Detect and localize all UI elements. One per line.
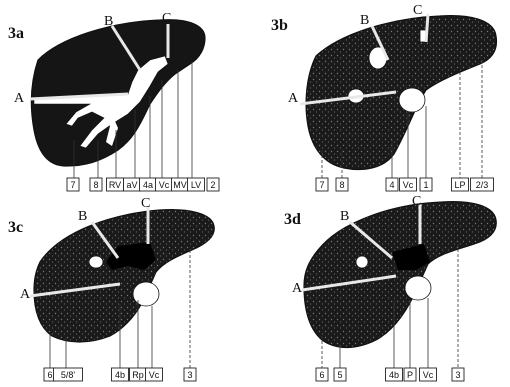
panel-3b: 3b A B C — [271, 3, 496, 178]
panel-3d-label: 3d — [284, 211, 301, 228]
panel-3b-label: 3b — [271, 17, 288, 34]
panel-3b-line-c — [426, 14, 428, 42]
panel-3a-line-b-label: B — [104, 14, 113, 29]
panel-3b-line-c-label: C — [413, 3, 422, 18]
panel-3a: 3a A B C — [8, 11, 205, 178]
segment-label: Vc — [403, 180, 414, 190]
panel-3b-line-a-label: A — [288, 91, 299, 106]
panel-3c-line-b-label: B — [78, 209, 87, 224]
panel-3d: 3d A B C — [284, 194, 496, 368]
segment-label: 6 — [319, 370, 324, 380]
segment-label: 5/8' — [61, 370, 76, 380]
panel-3c-line-a-label: A — [20, 287, 31, 302]
segment-label: 8 — [93, 180, 98, 190]
segment-label: Vc — [159, 180, 170, 190]
segment-label: Vc — [423, 370, 434, 380]
panel-3d-lesion — [356, 256, 368, 268]
panel-3d-liver-outline — [304, 202, 496, 348]
panel-3d-line-a-label: A — [292, 281, 303, 296]
segment-label: 8 — [339, 180, 344, 190]
panel-3c-lesion — [89, 256, 103, 268]
panel-3b-vena-cava-region — [399, 88, 425, 112]
segment-label: 3 — [187, 370, 192, 380]
segment-label: RV — [109, 180, 121, 190]
panel-3c-vena-cava-region — [133, 282, 159, 306]
segment-label: LP — [454, 180, 465, 190]
panel-3a-line-a-label: A — [14, 91, 25, 106]
panel-3a-line-c-label: C — [162, 11, 171, 26]
panel-3c-line-c-label: C — [141, 196, 150, 211]
panel-3b-line-b-label: B — [360, 13, 369, 28]
segment-label: 6 — [47, 370, 52, 380]
segment-label: 2/3 — [476, 180, 489, 190]
segment-label: 4b — [115, 370, 125, 380]
panel-3c: 3c A B C — [8, 196, 214, 368]
segment-label: LV — [191, 180, 201, 190]
panel-3d-line-b-label: B — [340, 209, 349, 224]
panel-3c-liver-outline — [34, 210, 214, 342]
segment-label: 7 — [319, 180, 324, 190]
panel-3d-line-c-label: C — [412, 194, 421, 209]
segment-label: P — [407, 370, 413, 380]
segment-label: 5 — [337, 370, 342, 380]
segment-label: Rp — [132, 370, 144, 380]
segment-label: MV — [173, 180, 187, 190]
segment-label: 4b — [389, 370, 399, 380]
panel-3a-liver-outline — [31, 20, 205, 166]
segment-label: 3 — [455, 370, 460, 380]
segment-label: 1 — [423, 180, 428, 190]
panel-3a-label: 3a — [8, 25, 24, 42]
segment-label: 4a — [143, 180, 153, 190]
panel-3d-vena-cava-region — [405, 276, 431, 300]
segment-label: Vc — [149, 370, 160, 380]
segment-label: 2 — [210, 180, 215, 190]
segment-label: 4 — [389, 180, 394, 190]
segment-label: 7 — [70, 180, 75, 190]
panel-3c-label: 3c — [8, 219, 23, 236]
segment-label: aV — [126, 180, 137, 190]
